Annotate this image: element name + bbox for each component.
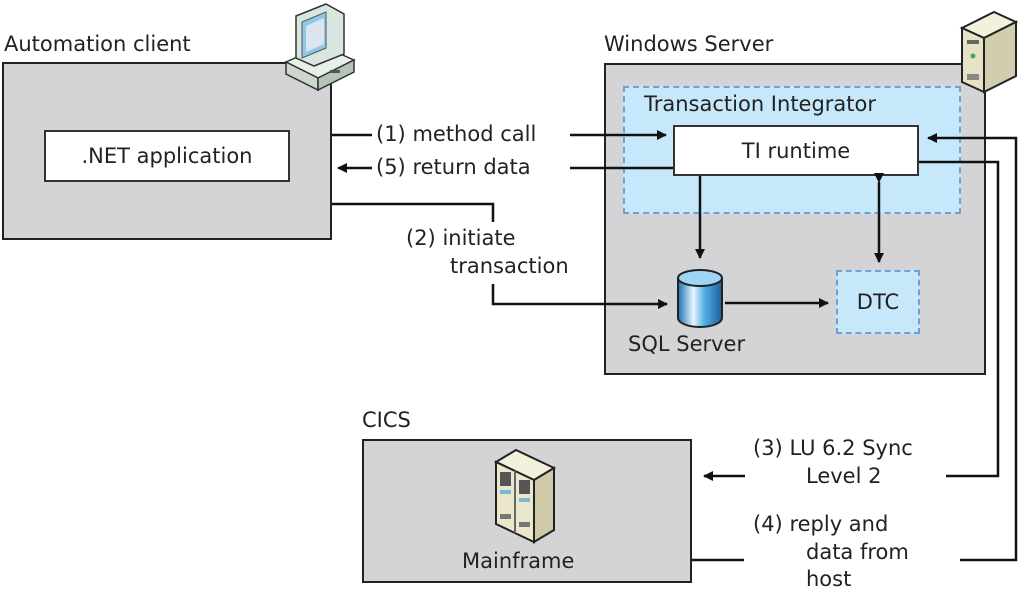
reply-label-line2: data from xyxy=(806,540,909,564)
windows-server-title: Windows Server xyxy=(604,32,774,56)
ti-runtime-box: TI runtime xyxy=(673,125,919,176)
dtc-box: DTC xyxy=(836,270,920,334)
dtc-label: DTC xyxy=(856,290,900,314)
dotnet-application-label: .NET application xyxy=(81,144,253,168)
lu62-label: (3) LU 6.2 Sync xyxy=(753,436,913,460)
reply-label-line3: host xyxy=(806,567,852,591)
step-number: (1) xyxy=(376,122,406,146)
automation-client-title: Automation client xyxy=(4,32,191,56)
return-data-label: (5) return data xyxy=(376,155,531,179)
flow-text: reply and xyxy=(789,512,889,536)
mainframe-cabinet-icon xyxy=(493,448,557,544)
reply-label: (4) reply and xyxy=(753,512,888,536)
initiate-transaction-label: (2) initiate xyxy=(406,226,516,250)
desktop-computer-icon xyxy=(284,3,356,92)
flow-text: return data xyxy=(412,155,531,179)
transaction-integrator-title: Transaction Integrator xyxy=(644,92,877,116)
ti-runtime-label: TI runtime xyxy=(741,138,851,163)
initiate-transaction-path-bottom xyxy=(491,284,668,309)
lu62-line xyxy=(919,160,1000,478)
step-number: (3) xyxy=(753,436,783,460)
sql-server-label: SQL Server xyxy=(628,332,746,356)
database-cylinder-icon xyxy=(677,269,723,328)
initiate-transaction-path-top xyxy=(332,202,495,222)
step-number: (5) xyxy=(376,155,406,179)
initiate-transaction-label-line2: transaction xyxy=(450,254,569,278)
reply-arrow xyxy=(927,133,1018,562)
flow-text: initiate xyxy=(442,226,516,250)
flow-text: LU 6.2 Sync xyxy=(789,436,913,460)
tower-server-icon xyxy=(959,10,1019,94)
dotnet-application-box: .NET application xyxy=(44,130,290,182)
cics-title: CICS xyxy=(362,408,411,432)
flow-text: method call xyxy=(412,122,537,146)
step-number: (4) xyxy=(753,512,783,536)
mainframe-label: Mainframe xyxy=(462,549,575,573)
method-call-label: (1) method call xyxy=(376,122,536,146)
lu62-label-line2: Level 2 xyxy=(806,464,882,488)
step-number: (2) xyxy=(406,226,436,250)
